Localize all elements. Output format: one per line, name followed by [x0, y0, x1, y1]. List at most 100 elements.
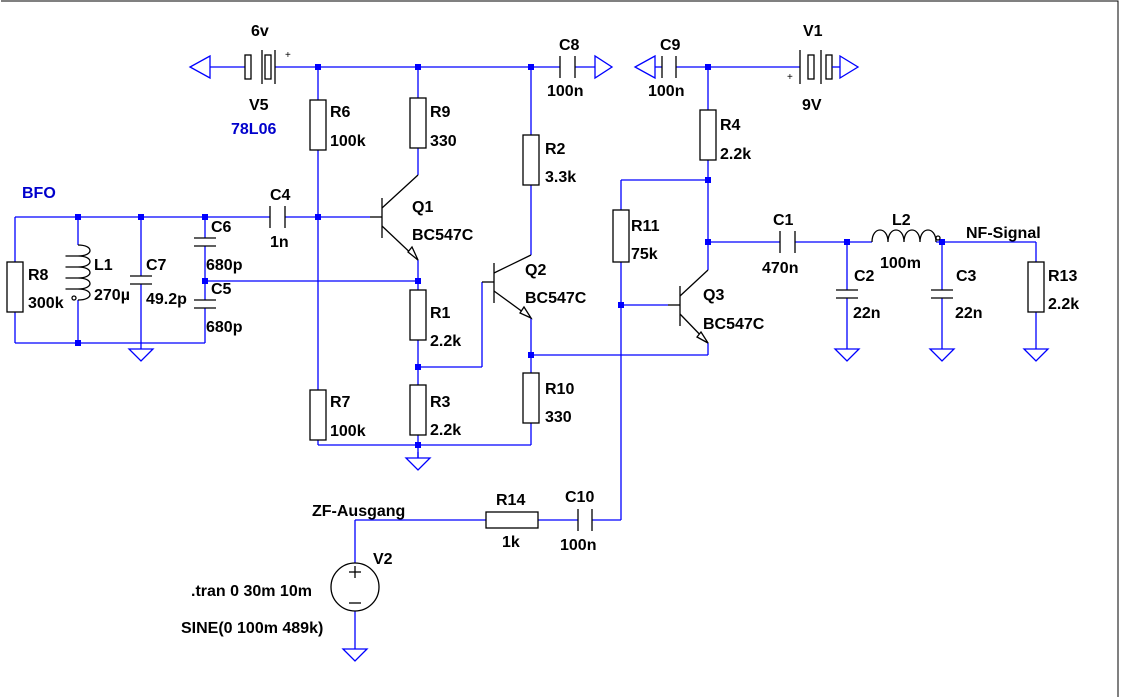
- resistor-r14[interactable]: [485, 511, 539, 529]
- resistor-r10[interactable]: [522, 372, 540, 424]
- q2-name: Q2: [525, 262, 546, 279]
- r2-name: R2: [545, 141, 566, 158]
- v1-plus: +: [787, 72, 793, 83]
- bfo-label: BFO: [22, 185, 56, 202]
- wires: [14, 66, 1037, 643]
- c5-value: 680p: [206, 319, 243, 336]
- inductor-l2[interactable]: [871, 229, 941, 243]
- c4-value: 1n: [270, 234, 289, 251]
- capacitor-c9[interactable]: [661, 56, 677, 78]
- r1-value: 2.2k: [430, 333, 461, 350]
- v5-name: V5: [249, 97, 269, 114]
- r1-name: R1: [430, 305, 451, 322]
- c3-value: 22n: [955, 305, 983, 322]
- r10-value: 330: [545, 409, 572, 426]
- c9-value: 100n: [648, 83, 684, 100]
- r3-name: R3: [430, 394, 451, 411]
- net-flag-c8-right: [594, 54, 614, 80]
- r2-value: 3.3k: [545, 169, 576, 186]
- transistor-q3[interactable]: [668, 269, 709, 344]
- r8-value: 300k: [28, 295, 64, 312]
- zf-ausgang-label: ZF-Ausgang: [312, 503, 405, 520]
- capacitor-c5[interactable]: [194, 299, 216, 309]
- q2-value: BC547C: [525, 290, 587, 307]
- resistor-r13[interactable]: [1027, 261, 1045, 313]
- c2-value: 22n: [853, 305, 881, 322]
- v1-value: 9V: [802, 97, 822, 114]
- capacitor-c7[interactable]: [130, 275, 152, 285]
- resistor-r1[interactable]: [409, 289, 427, 341]
- capacitor-c6[interactable]: [194, 237, 216, 247]
- q3-value: BC547C: [703, 316, 765, 333]
- tran-directive[interactable]: .tran 0 30m 10m: [191, 583, 312, 600]
- resistor-r9[interactable]: [409, 97, 427, 149]
- c1-value: 470n: [762, 260, 798, 277]
- r6-name: R6: [330, 104, 351, 121]
- net-flag-c9-left: [633, 54, 656, 80]
- c1-name: C1: [773, 212, 794, 229]
- transistor-q1[interactable]: [370, 174, 419, 261]
- r14-value: 1k: [502, 534, 520, 551]
- capacitor-c1[interactable]: [779, 231, 796, 253]
- capacitor-c3[interactable]: [931, 289, 953, 299]
- c6-name: C6: [211, 219, 232, 236]
- battery-v5[interactable]: [244, 50, 276, 84]
- transistor-q2[interactable]: [482, 254, 533, 320]
- r4-name: R4: [720, 117, 741, 134]
- c8-name: C8: [559, 37, 580, 54]
- r13-name: R13: [1048, 268, 1077, 285]
- r6-value: 100k: [330, 133, 366, 150]
- c2-name: C2: [854, 268, 875, 285]
- net-flag-v5-left: [188, 54, 211, 80]
- c9-name: C9: [660, 37, 681, 54]
- r11-value: 75k: [631, 246, 658, 263]
- capacitor-c8[interactable]: [559, 56, 576, 78]
- r4-value: 2.2k: [720, 146, 751, 163]
- c8-value: 100n: [547, 83, 583, 100]
- q1-name: Q1: [412, 199, 433, 216]
- v1-name: V1: [803, 23, 823, 40]
- c4-name: C4: [270, 187, 291, 204]
- q1-value: BC547C: [412, 227, 474, 244]
- v5-value: 6v: [251, 23, 269, 40]
- c6-value: 680p: [206, 257, 243, 274]
- net-flag-v1-right: [839, 54, 860, 80]
- resistor-r7[interactable]: [309, 389, 327, 441]
- capacitor-c2[interactable]: [836, 289, 858, 299]
- r11-name: R11: [631, 218, 660, 235]
- r3-value: 2.2k: [430, 422, 461, 439]
- r9-name: R9: [430, 104, 451, 121]
- inductor-l1[interactable]: [65, 244, 91, 301]
- r7-value: 100k: [330, 423, 366, 440]
- c5-name: C5: [211, 281, 232, 298]
- resistor-r4[interactable]: [699, 109, 717, 161]
- junction-dots: [75, 64, 945, 448]
- capacitor-c4[interactable]: [269, 206, 286, 228]
- battery-v1[interactable]: [799, 50, 840, 84]
- r9-value: 330: [430, 133, 457, 150]
- l1-value: 270µ: [94, 287, 130, 304]
- q3-name: Q3: [703, 287, 724, 304]
- resistor-r6[interactable]: [309, 99, 327, 151]
- r13-value: 2.2k: [1048, 296, 1079, 313]
- c10-name: C10: [565, 489, 594, 506]
- c3-name: C3: [956, 268, 977, 285]
- resistor-r11[interactable]: [612, 209, 630, 263]
- r7-name: R7: [330, 394, 351, 411]
- l2-value: 100m: [880, 255, 921, 272]
- l2-name: L2: [892, 212, 911, 229]
- capacitor-c10[interactable]: [577, 509, 593, 531]
- c7-value: 49.2p: [146, 291, 187, 308]
- v5-plus: +: [285, 50, 291, 61]
- nf-signal-label: NF-Signal: [966, 225, 1041, 242]
- c7-name: C7: [146, 257, 167, 274]
- resistor-r3[interactable]: [409, 384, 427, 436]
- resistor-r8[interactable]: [6, 261, 24, 313]
- voltage-source-v2[interactable]: [330, 562, 380, 612]
- regulator-label: 78L06: [231, 121, 276, 138]
- resistor-r2[interactable]: [522, 134, 540, 186]
- v2-name: V2: [373, 551, 393, 568]
- l1-name: L1: [94, 257, 113, 274]
